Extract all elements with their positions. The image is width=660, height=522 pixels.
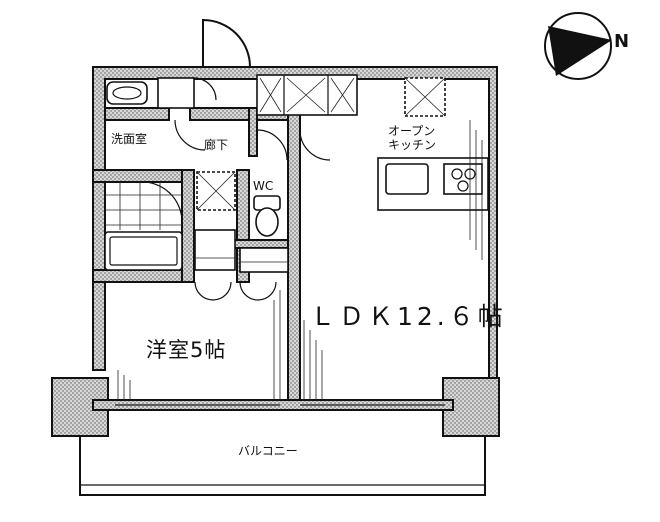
utility-closet bbox=[196, 171, 236, 211]
western-room-label: 洋室5帖 bbox=[146, 338, 227, 362]
kitchen-label-line2: キッチン bbox=[388, 138, 437, 152]
toilet bbox=[253, 195, 281, 237]
fridge-space bbox=[404, 77, 446, 117]
closet bbox=[194, 229, 289, 301]
kitchen-label: オープン キッチン bbox=[388, 124, 436, 152]
ldk-label: ＬＤＫ12.６帖 bbox=[310, 302, 507, 331]
corridor-label: 廊下 bbox=[204, 138, 229, 152]
bathroom bbox=[104, 182, 183, 271]
kitchen-label-line1: オープン bbox=[388, 124, 436, 138]
storage-cabinets bbox=[256, 74, 358, 116]
washroom-label: 洗面室 bbox=[111, 132, 148, 146]
washing-machine bbox=[157, 77, 217, 109]
balcony-label: バルコニー bbox=[238, 444, 298, 458]
wc-label: WC bbox=[253, 179, 274, 193]
balcony bbox=[79, 436, 486, 496]
north-arrow-icon bbox=[544, 12, 612, 80]
hallway-doors bbox=[139, 119, 331, 223]
compass-north-label: N bbox=[614, 31, 630, 52]
balcony-windows bbox=[115, 120, 483, 406]
entrance-door bbox=[202, 18, 251, 68]
kitchen-counter bbox=[377, 157, 489, 211]
washbasin bbox=[106, 81, 148, 105]
